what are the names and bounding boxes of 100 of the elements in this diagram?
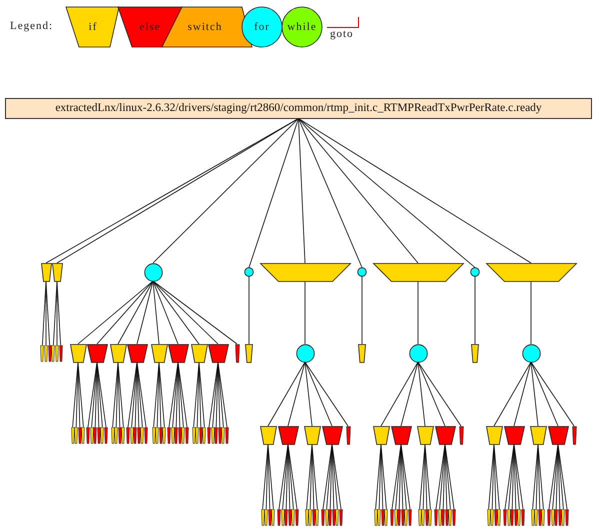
connector-line bbox=[268, 444, 270, 510]
branch-trapezoid bbox=[312, 508, 316, 526]
connector-line bbox=[304, 280, 306, 344]
branch-trapezoid bbox=[504, 426, 524, 444]
branch-trapezoid bbox=[390, 426, 412, 444]
connector-line bbox=[400, 444, 410, 510]
branch-trapezoid bbox=[377, 508, 382, 526]
branch-trapezoid bbox=[424, 508, 429, 526]
branch-trapezoid bbox=[558, 508, 562, 526]
connector-line bbox=[400, 444, 404, 510]
connector-line bbox=[158, 362, 165, 428]
connector-line bbox=[218, 362, 228, 428]
branch-trapezoid bbox=[167, 426, 171, 444]
connector-line bbox=[530, 362, 538, 426]
branch-trapezoid bbox=[55, 344, 59, 362]
loop-circle bbox=[470, 267, 480, 277]
branch-trapezoid bbox=[185, 426, 189, 444]
connector-line bbox=[304, 362, 348, 426]
connector-line bbox=[136, 280, 154, 344]
connector-line bbox=[444, 444, 448, 510]
branch-trapezoid bbox=[308, 508, 312, 526]
connector-line bbox=[530, 362, 558, 426]
connector-line bbox=[436, 444, 446, 510]
connector-line bbox=[178, 362, 180, 428]
branch-trapezoid bbox=[44, 344, 48, 362]
branch-trapezoid bbox=[510, 508, 514, 526]
connector-line bbox=[178, 362, 188, 428]
branch-trapezoid bbox=[530, 426, 546, 444]
branch-trapezoid bbox=[78, 426, 82, 444]
connector-line bbox=[514, 444, 520, 510]
connector-line bbox=[298, 118, 532, 264]
connector-line bbox=[152, 280, 178, 344]
connector-line bbox=[208, 362, 218, 428]
branch-trapezoid bbox=[202, 426, 206, 444]
connector-line bbox=[474, 276, 476, 344]
branch-trapezoid bbox=[339, 508, 343, 526]
branch-trapezoid bbox=[86, 344, 108, 362]
branch-trapezoid bbox=[133, 426, 138, 444]
connector-line bbox=[298, 118, 476, 268]
branch-trapezoid bbox=[155, 426, 160, 444]
branch-trapezoid bbox=[304, 426, 320, 444]
branch-trapezoid bbox=[380, 508, 385, 526]
branch-trapezoid bbox=[260, 262, 350, 282]
branch-trapezoid bbox=[332, 508, 336, 526]
branch-trapezoid bbox=[70, 344, 86, 362]
branch-trapezoid bbox=[291, 508, 296, 526]
branch-trapezoid bbox=[81, 426, 86, 444]
connector-line bbox=[558, 444, 560, 510]
branch-trapezoid bbox=[86, 426, 90, 444]
branch-trapezoid bbox=[434, 426, 456, 444]
loop-circle bbox=[296, 344, 314, 362]
branch-trapezoid bbox=[110, 426, 115, 444]
branch-trapezoid bbox=[52, 262, 62, 282]
branch-trapezoid bbox=[225, 426, 229, 444]
branch-trapezoid bbox=[514, 508, 518, 526]
branch-trapezoid bbox=[126, 426, 130, 444]
connector-line bbox=[152, 280, 200, 344]
branch-trapezoid bbox=[150, 344, 168, 362]
branch-trapezoid bbox=[110, 344, 126, 362]
connector-line bbox=[418, 362, 426, 426]
connector-line bbox=[168, 362, 178, 428]
connector-line bbox=[392, 444, 402, 510]
branch-trapezoid bbox=[190, 344, 208, 362]
branch-trapezoid bbox=[428, 508, 432, 526]
branch-trapezoid bbox=[471, 344, 479, 362]
branch-trapezoid bbox=[48, 344, 52, 362]
branch-trapezoid bbox=[181, 426, 186, 444]
branch-trapezoid bbox=[372, 426, 390, 444]
branch-trapezoid bbox=[517, 508, 522, 526]
file-name-box: extractedLnx/linux-2.6.32/drivers/staging/rt2860/common/rtmp_init.c_RTMPReadTxPwrPerRate.c.ready bbox=[5, 98, 592, 118]
branch-trapezoid bbox=[304, 508, 309, 526]
connector-line bbox=[538, 444, 540, 510]
connector-line bbox=[152, 118, 299, 264]
connector-line bbox=[136, 362, 146, 428]
branch-trapezoid bbox=[130, 426, 134, 444]
branch-trapezoid bbox=[550, 508, 555, 526]
connector-line bbox=[514, 362, 532, 426]
branch-trapezoid bbox=[260, 508, 265, 526]
connector-line bbox=[248, 118, 299, 268]
loop-circle bbox=[408, 344, 428, 362]
connector-line bbox=[514, 444, 524, 510]
connector-line bbox=[136, 362, 143, 428]
branch-trapezoid bbox=[486, 426, 502, 444]
connector-line bbox=[444, 444, 454, 510]
branch-trapezoid bbox=[547, 508, 551, 526]
connector-line bbox=[78, 362, 84, 428]
connector-line bbox=[332, 444, 338, 510]
connector-line bbox=[538, 444, 544, 510]
branch-trapezoid bbox=[114, 426, 118, 444]
branch-trapezoid bbox=[530, 508, 535, 526]
connector-line bbox=[248, 276, 250, 344]
branch-trapezoid bbox=[264, 508, 268, 526]
connector-line bbox=[298, 118, 306, 264]
branch-trapezoid bbox=[374, 508, 378, 526]
connector-line bbox=[380, 444, 387, 510]
branch-trapezoid bbox=[554, 508, 558, 526]
branch-trapezoid bbox=[315, 508, 320, 526]
branch-trapezoid bbox=[486, 508, 491, 526]
connector-line bbox=[268, 444, 274, 510]
branch-trapezoid bbox=[100, 426, 104, 444]
